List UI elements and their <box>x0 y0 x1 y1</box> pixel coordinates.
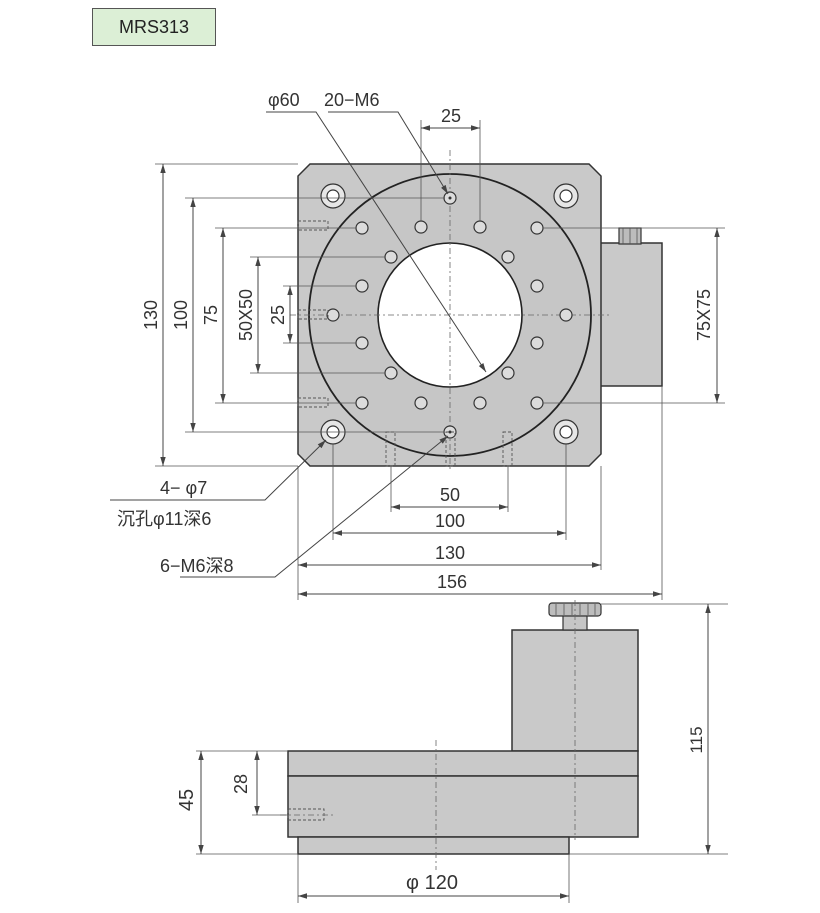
callout-counterbore-2: 沉孔φ11深6 <box>117 509 211 529</box>
callout-tapped-holes: 20−M6 <box>324 90 380 110</box>
dim-h45: 45 <box>176 789 198 811</box>
model-badge: MRS313 <box>92 8 216 46</box>
dim-pitch-top: 25 <box>441 106 461 126</box>
dim-h130: 130 <box>141 300 161 330</box>
dim-h115: 115 <box>687 726 706 753</box>
top-view: φ60 20−M6 25 130 100 75 50X50 25 75X75 4… <box>110 90 725 600</box>
side-hidden-hole <box>287 808 325 821</box>
side-view: 45 28 115 φ 120 <box>176 600 728 903</box>
dim-h25: 25 <box>268 305 288 325</box>
dim-h75: 75 <box>201 305 221 325</box>
stage-body <box>287 775 639 838</box>
motor-block <box>511 629 639 752</box>
callout-side-holes: 6−M6深8 <box>160 556 234 576</box>
dim-w156: 156 <box>437 572 467 592</box>
dim-d120: φ 120 <box>406 872 458 894</box>
dim-h50x50: 50X50 <box>236 289 256 341</box>
callout-center-hole: φ60 <box>268 90 300 110</box>
dim-w130: 130 <box>435 543 465 563</box>
base-disc <box>297 836 570 855</box>
dim-h75x75: 75X75 <box>694 289 714 341</box>
dim-w100: 100 <box>435 511 465 531</box>
callout-counterbore-1: 4− φ7 <box>160 478 207 498</box>
dim-h100: 100 <box>171 300 191 330</box>
dim-w50: 50 <box>440 485 460 505</box>
stage-top <box>287 750 639 777</box>
side-bracket <box>597 242 663 387</box>
dim-h28: 28 <box>231 774 251 794</box>
hidden-side-holes <box>297 220 513 467</box>
model-label: MRS313 <box>118 16 190 37</box>
